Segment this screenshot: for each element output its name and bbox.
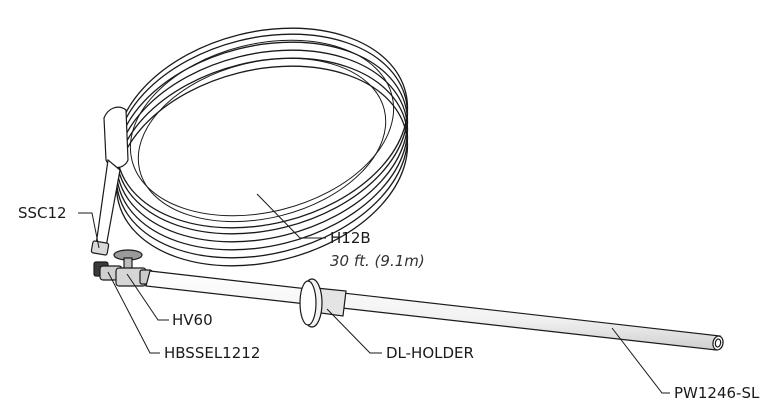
label-hbssel1212: HBSSEL1212 [164, 344, 261, 362]
label-hose-length: 30 ft. (9.1m) [330, 252, 425, 270]
leader-hv60 [126, 273, 169, 321]
label-h12b: H12B [330, 229, 371, 247]
leader-pw1246 [611, 327, 670, 394]
label-dl-holder: DL-HOLDER [386, 344, 474, 362]
leader-lines [78, 193, 670, 394]
holder-part [299, 278, 347, 328]
hose-tail [95, 158, 121, 248]
leader-dl-holder [326, 308, 382, 354]
leader-ssc12 [78, 212, 100, 249]
valve-part [113, 249, 153, 287]
leader-h12b [256, 193, 326, 239]
label-hv60: HV60 [172, 311, 213, 329]
leader-hbssel1212 [107, 271, 160, 354]
label-ssc12: SSC12 [18, 204, 67, 222]
label-pw1246-sl: PW1246-SL [674, 384, 760, 402]
wand-pipe [145, 270, 724, 351]
hose-coil [103, 27, 409, 267]
coupler-part [90, 240, 110, 277]
